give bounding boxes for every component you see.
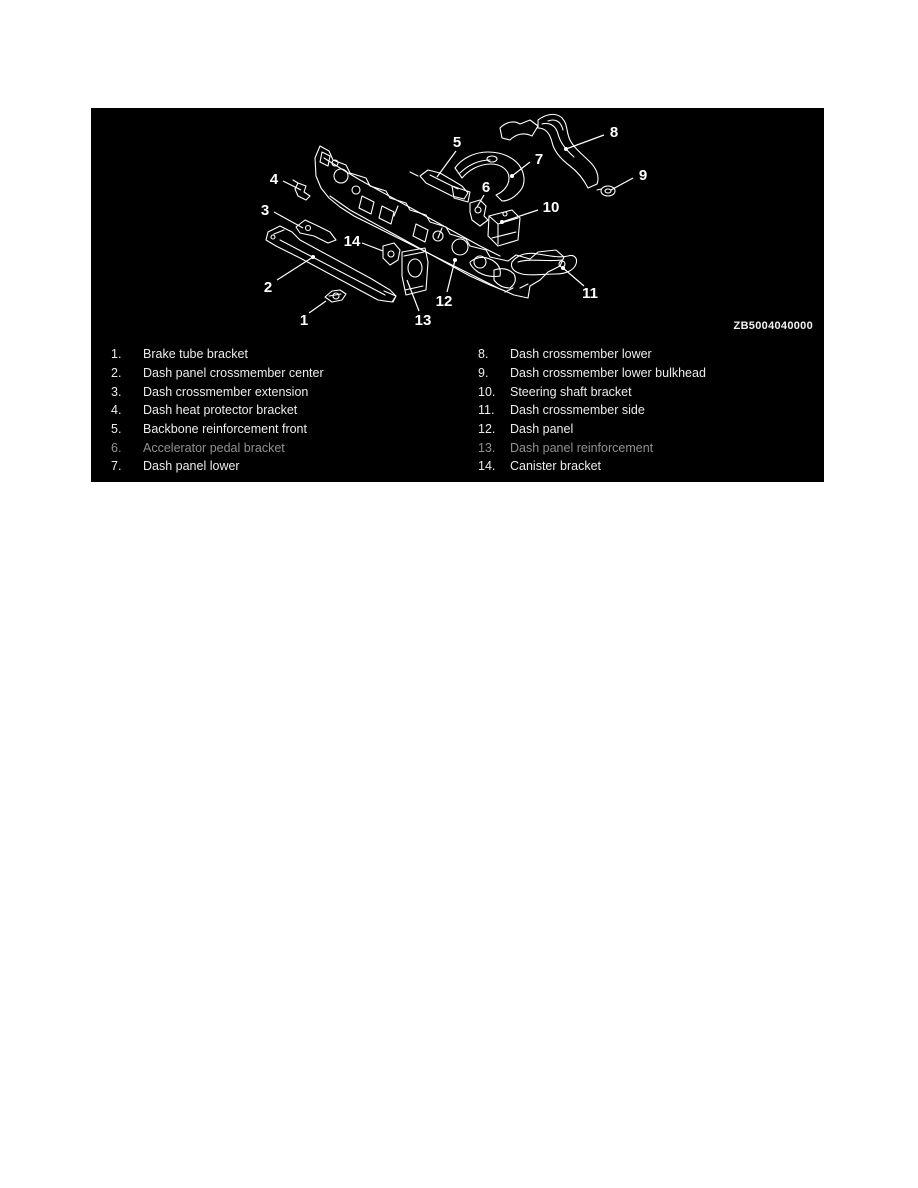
callout-9-leader [610, 177, 634, 191]
legend-row-9: 9. Dash crossmember lower bulkhead [478, 364, 818, 383]
legend-label: Steering shaft bracket [510, 384, 632, 399]
callout-7-leader [511, 161, 531, 177]
part-brake-tube-bracket [324, 289, 347, 303]
callout-2-leader [276, 256, 314, 281]
legend-row-13: 13. Dash panel reinforcement [478, 438, 818, 457]
callout-14-leader [361, 242, 384, 252]
part-dash-panel-reinforcement [401, 247, 429, 296]
callout-12-dot [453, 258, 457, 262]
part-lower-bulkhead [600, 185, 616, 197]
part-crossmember-side [510, 252, 578, 276]
drawing-code: ZB5004040000 [733, 320, 813, 332]
legend-label: Brake tube bracket [143, 347, 248, 362]
legend-row-10: 10. Steering shaft bracket [478, 382, 818, 401]
legend-label: Dash panel crossmember center [143, 366, 324, 380]
legend-number: 5. [111, 422, 122, 437]
legend-label: Dash crossmember lower [510, 347, 652, 362]
part-steering-shaft-bracket [487, 209, 521, 247]
legend-number: 8. [478, 347, 489, 362]
legend-number: 1. [111, 347, 122, 362]
legend-label: Dash panel reinforcement [510, 440, 654, 455]
callout-number-14: 14 [344, 233, 361, 250]
callout-10-dot [500, 220, 504, 224]
legend-number: 3. [111, 384, 122, 399]
legend-number: 6. [111, 440, 122, 455]
callout-2-dot [311, 255, 315, 259]
callout-4-leader [282, 180, 302, 191]
legend-label: Dash crossmember extension [143, 384, 309, 399]
legend-number: 9. [478, 366, 489, 380]
legend-number: 4. [111, 403, 122, 418]
part-backbone-reinforcement [409, 169, 471, 203]
legend-row-3: 3. Dash crossmember extension [111, 382, 461, 401]
part-crossmember-lower [537, 113, 599, 189]
legend-label: Backbone reinforcement front [143, 422, 307, 437]
callout-number-4: 4 [270, 171, 279, 188]
callout-number-8: 8 [610, 124, 618, 141]
callout-1-leader [308, 300, 327, 314]
part-dash-panel-lower [454, 151, 525, 202]
callout-6-leader [476, 194, 485, 208]
callout-number-5: 5 [453, 134, 461, 151]
legend-number: 13. [478, 440, 496, 455]
callout-number-1: 1 [300, 312, 308, 329]
callout-11-leader [562, 267, 585, 287]
callout-number-2: 2 [264, 279, 272, 296]
part-heat-protector-bracket [292, 179, 311, 201]
callout-8-dot [564, 147, 568, 151]
callout-number-6: 6 [482, 179, 490, 196]
part-crossmember-extension [295, 219, 337, 244]
legend-row-8: 8. Dash crossmember lower [478, 345, 818, 364]
legend-column-left: 1. Brake tube bracket 2. Dash panel crossm… [111, 345, 461, 476]
part-accelerator-pedal-bracket [469, 199, 489, 227]
legend-number: 7. [111, 459, 122, 474]
legend-row-12: 12. Dash panel [478, 420, 818, 439]
callout-7-dot [510, 174, 514, 178]
legend-row-14: 14. Canister bracket [478, 457, 818, 476]
parts-line-art [265, 113, 616, 303]
legend-number: 14. [478, 459, 496, 474]
legend-number: 10. [478, 384, 496, 399]
legend-row-5: 5. Backbone reinforcement front [111, 420, 461, 439]
callout-number-12: 12 [436, 293, 453, 310]
legend-row-11: 11. Dash crossmember side [478, 401, 818, 420]
legend-row-6: 6. Accelerator pedal bracket [111, 438, 461, 457]
callout-8-leader [565, 134, 605, 150]
callout-10-leader [501, 209, 539, 223]
legend-row-2: 2. Dash panel crossmember center [111, 364, 461, 383]
callout-13-leader [406, 279, 420, 312]
legend-number: 12. [478, 422, 496, 437]
callout-5-leader [436, 150, 457, 178]
legend-label: Accelerator pedal bracket [143, 440, 285, 455]
callout-number-11: 11 [582, 285, 598, 302]
callout-number-13: 13 [415, 312, 432, 329]
callout-number-7: 7 [535, 151, 543, 168]
legend-row-1: 1. Brake tube bracket [111, 345, 461, 364]
legend-label: Dash heat protector bracket [143, 403, 298, 418]
legend-label: Dash crossmember side [510, 403, 645, 418]
callout-3-leader [273, 211, 304, 229]
legend-label: Dash panel [510, 422, 574, 437]
callout-number-9: 9 [639, 167, 647, 184]
legend-number: 2. [111, 366, 122, 380]
part-canister-bracket [382, 242, 401, 266]
callout-11-dot [561, 266, 565, 270]
legend-label: Dash crossmember lower bulkhead [510, 366, 706, 380]
legend-number: 11. [478, 403, 495, 418]
callout-number-10: 10 [543, 199, 560, 216]
legend-row-7: 7. Dash panel lower [111, 457, 461, 476]
legend-column-right: 8. Dash crossmember lower 9. Dash crossmem… [478, 345, 818, 476]
callout-12-leader [446, 259, 456, 293]
legend-label: Canister bracket [510, 459, 602, 474]
callout-number-3: 3 [261, 202, 269, 219]
legend-row-4: 4. Dash heat protector bracket [111, 401, 461, 420]
legend-label: Dash panel lower [143, 459, 240, 474]
part-dash-panel [314, 145, 565, 299]
